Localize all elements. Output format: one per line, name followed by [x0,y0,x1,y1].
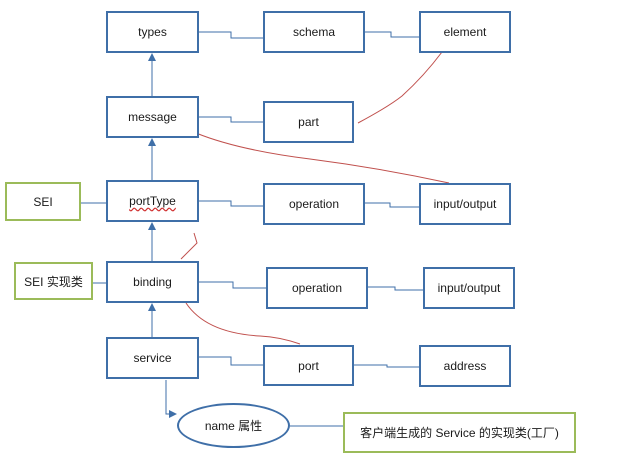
name-attribute-ellipse[interactable]: name 属性 [177,403,290,448]
part-box[interactable]: part [263,101,354,143]
operation-box-2[interactable]: operation [266,267,368,309]
sei-impl-note[interactable]: SEI 实现类 [14,262,93,300]
porttype-label: portType [129,194,176,208]
service-box[interactable]: service [106,337,199,379]
relation-message-io [195,132,450,184]
connector-service-port [199,356,263,366]
sei-impl-label: SEI 实现类 [24,274,83,289]
relation-part-element [357,51,443,124]
service-label: service [133,351,172,365]
client-service-label: 客户端生成的 Service 的实现类(工厂) [360,426,559,440]
operation-label-2: operation [291,281,343,295]
message-box[interactable]: message [106,96,199,138]
message-label: message [128,110,177,124]
arrow-service-to-nameattr [165,380,177,418]
connector-types-schema [199,31,263,39]
part-label: part [298,115,319,129]
name-attribute-label: name 属性 [204,419,263,433]
input-output-label-1: input/output [433,197,497,211]
connector-message-part [199,116,263,123]
operation-box-1[interactable]: operation [263,183,365,225]
relation-binding-port [185,302,301,345]
connector-binding-operation [199,281,266,289]
element-box[interactable]: element [419,11,511,53]
sei-note[interactable]: SEI [5,182,81,221]
binding-box[interactable]: binding [106,261,199,303]
input-output-box-2[interactable]: input/output [423,267,515,309]
operation-label-1: operation [288,197,340,211]
client-service-note[interactable]: 客户端生成的 Service 的实现类(工厂) [343,412,576,453]
schema-label: schema [292,25,336,39]
port-box[interactable]: port [263,345,354,386]
connector-operation-io-1 [365,202,419,208]
address-box[interactable]: address [419,345,511,387]
types-label: types [138,25,167,39]
schema-box[interactable]: schema [263,11,365,53]
types-box[interactable]: types [106,11,199,53]
sei-label: SEI [33,194,53,209]
connector-schema-element [365,31,419,38]
porttype-box[interactable]: portType [106,180,199,222]
address-label: address [443,359,487,373]
connector-operation-io-2 [368,286,423,291]
binding-label: binding [133,275,172,289]
port-label: port [298,358,319,373]
element-label: element [443,25,487,39]
connector-porttype-operation [199,200,263,207]
input-output-label-2: input/output [437,281,501,295]
connector-port-address [354,364,419,368]
relation-binding-porttype [180,232,198,260]
input-output-box-1[interactable]: input/output [419,183,511,225]
